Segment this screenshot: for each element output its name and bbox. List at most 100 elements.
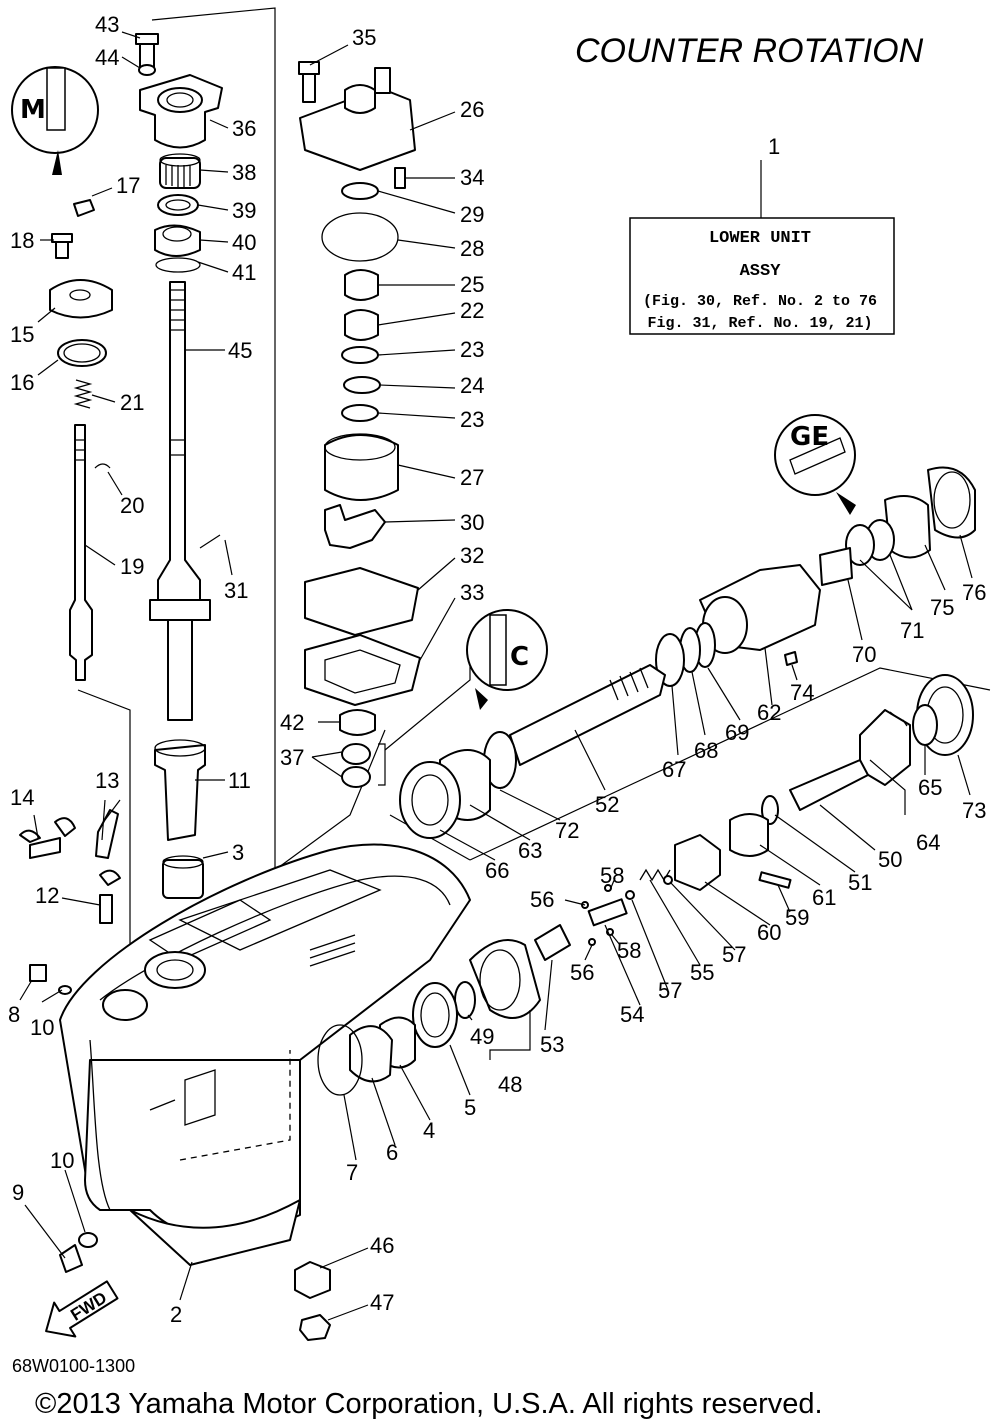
callout-50: 50: [878, 847, 902, 872]
grease-icon: GE: [774, 414, 856, 515]
water-pump-assembly: [298, 61, 421, 788]
callout-37: 37: [280, 745, 304, 770]
callout-33: 33: [460, 580, 484, 605]
callout-10a: 10: [30, 1015, 54, 1040]
assembly-box-line3: (Fig. 30, Ref. No. 2 to 76: [643, 293, 877, 310]
callout-4: 4: [423, 1118, 435, 1143]
callout-53: 53: [540, 1032, 564, 1057]
callout-23b: 23: [460, 407, 484, 432]
callout-52: 52: [595, 792, 619, 817]
callout-25: 25: [460, 272, 484, 297]
gear-assembly: [294, 674, 974, 1341]
callout-69: 69: [725, 720, 749, 745]
callout-47: 47: [370, 1290, 394, 1315]
callout-13: 13: [95, 768, 119, 793]
assembly-box-line1: LOWER UNIT: [709, 229, 811, 248]
callout-45: 45: [228, 338, 252, 363]
callout-35: 35: [352, 25, 376, 50]
callout-29: 29: [460, 202, 484, 227]
callout-49: 49: [470, 1024, 494, 1049]
callout-14: 14: [10, 785, 34, 810]
callout-68: 68: [694, 738, 718, 763]
callout-58a: 58: [600, 863, 624, 888]
callout-56a: 56: [530, 887, 554, 912]
svg-text:M: M: [20, 95, 46, 125]
callout-16: 16: [10, 370, 34, 395]
callout-2: 2: [170, 1302, 182, 1327]
diagram-title: COUNTER ROTATION: [575, 32, 924, 70]
callout-34: 34: [460, 165, 484, 190]
callout-57b: 57: [658, 978, 682, 1003]
svg-text:GE: GE: [790, 422, 829, 452]
callout-36: 36: [232, 116, 256, 141]
callout-11: 11: [228, 768, 251, 793]
callout-17: 17: [116, 173, 140, 198]
callout-24: 24: [460, 373, 484, 398]
propeller-shaft-assembly: [399, 466, 976, 839]
callout-59: 59: [785, 905, 809, 930]
callout-44: 44: [95, 45, 119, 70]
assembly-box-line4: Fig. 31, Ref. No. 19, 21): [647, 315, 872, 332]
assembly-box: 1 LOWER UNIT ASSY (Fig. 30, Ref. No. 2 t…: [629, 134, 895, 335]
callout-20: 20: [120, 493, 144, 518]
callout-75: 75: [930, 595, 954, 620]
drawing-code: 68W0100-1300: [12, 1356, 135, 1376]
copyright-notice: ©2013 Yamaha Motor Corporation, U.S.A. A…: [35, 1388, 823, 1420]
callout-64: 64: [916, 830, 940, 855]
shift-rod-assembly: [49, 199, 113, 681]
callout-32: 32: [460, 543, 484, 568]
callout-22: 22: [460, 298, 484, 323]
callout-30: 30: [460, 510, 484, 535]
callout-73: 73: [962, 798, 986, 823]
callout-61: 61: [812, 885, 836, 910]
left-fasteners: [19, 809, 121, 1273]
callout-51: 51: [848, 870, 872, 895]
callout-72: 72: [555, 818, 579, 843]
callout-27: 27: [460, 465, 484, 490]
callout-63: 63: [518, 838, 542, 863]
callout-65: 65: [918, 775, 942, 800]
grease-icon: C: [466, 609, 548, 710]
callout-21: 21: [120, 390, 144, 415]
callout-58b: 58: [617, 938, 641, 963]
callout-6: 6: [386, 1140, 398, 1165]
svg-text:C: C: [510, 642, 529, 672]
callout-62: 62: [757, 700, 781, 725]
callout-8: 8: [8, 1002, 20, 1027]
callout-74: 74: [790, 680, 814, 705]
callout-55: 55: [690, 960, 714, 985]
lower-case: [59, 843, 471, 1266]
sealant-icon: M: [11, 66, 99, 175]
callout-46: 46: [370, 1233, 394, 1258]
callout-40: 40: [232, 230, 256, 255]
callout-numbers: 43 44 36 38 39 40 41 45 11 3 17 18 15 16…: [8, 12, 986, 1327]
forward-direction-arrow: FWD: [45, 1280, 119, 1338]
callout-38: 38: [232, 160, 256, 185]
callout-1: 1: [768, 134, 780, 159]
callout-7: 7: [346, 1160, 358, 1185]
callout-23a: 23: [460, 337, 484, 362]
callout-28: 28: [460, 236, 484, 261]
drive-shaft-assembly: [135, 33, 223, 899]
assembly-outline: [77, 7, 991, 960]
callout-39: 39: [232, 198, 256, 223]
callout-66: 66: [485, 858, 509, 883]
callout-57a: 57: [722, 942, 746, 967]
callout-31: 31: [224, 578, 248, 603]
callout-10b: 10: [50, 1148, 74, 1173]
callout-67: 67: [662, 757, 686, 782]
callout-5: 5: [464, 1095, 476, 1120]
assembly-box-line2: ASSY: [740, 262, 782, 281]
callout-71: 71: [900, 618, 924, 643]
callout-15: 15: [10, 322, 34, 347]
callout-9: 9: [12, 1180, 24, 1205]
callout-12: 12: [35, 883, 59, 908]
callout-26: 26: [460, 97, 484, 122]
callout-3: 3: [232, 840, 244, 865]
callout-76: 76: [962, 580, 986, 605]
callout-leaders: [19, 31, 973, 1321]
callout-56b: 56: [570, 960, 594, 985]
callout-43: 43: [95, 12, 119, 37]
callout-42: 42: [280, 710, 304, 735]
